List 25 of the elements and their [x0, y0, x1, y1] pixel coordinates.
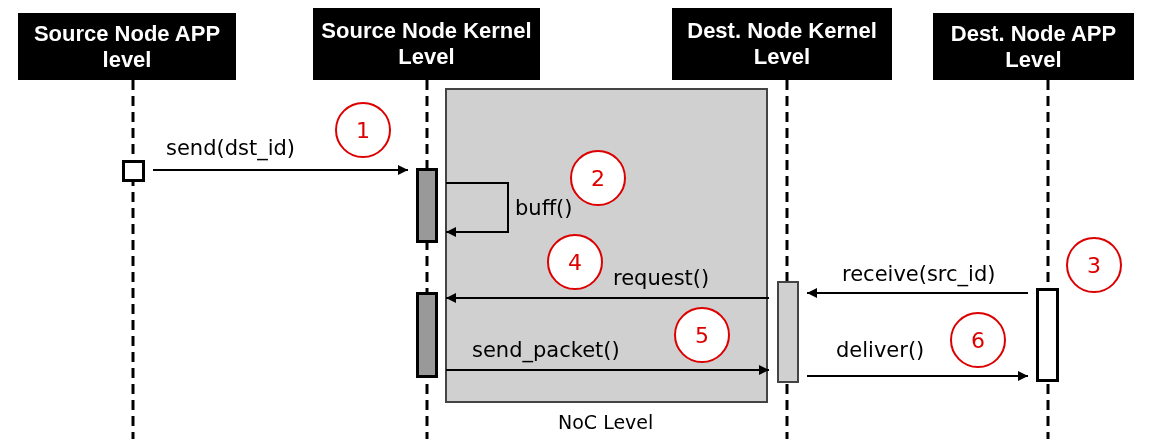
noc-region: [777, 281, 799, 383]
edge-label: receive(src_id): [842, 262, 996, 286]
region-label: NoC Level: [558, 410, 654, 434]
message-arrow: [445, 293, 770, 303]
message-arrow: [806, 371, 1029, 381]
activation-bar: [1036, 288, 1059, 382]
edge-label: buff(): [515, 196, 573, 220]
lifeline-header: Dest. Node Kernel Level: [672, 8, 892, 80]
callout-number: 1: [335, 102, 391, 158]
lifeline-header: Source Node APP level: [18, 13, 236, 80]
activation-bar: [416, 292, 438, 378]
callout-number: 6: [950, 312, 1006, 368]
message-arrow: [445, 182, 509, 237]
message-arrow: [445, 365, 770, 375]
activation-box: [122, 160, 145, 182]
edge-label: send(dst_id): [166, 136, 296, 160]
message-arrow: [806, 288, 1029, 298]
lifeline-header: Dest. Node APP Level: [933, 13, 1134, 80]
edge-label: request(): [613, 266, 710, 290]
activation-bar: [416, 168, 438, 243]
message-arrow: [152, 165, 409, 175]
edge-label: send_packet(): [472, 338, 620, 362]
callout-number: 3: [1066, 237, 1122, 293]
edge-label: deliver(): [836, 338, 925, 362]
lifeline-header: Source Node Kernel Level: [313, 8, 540, 80]
